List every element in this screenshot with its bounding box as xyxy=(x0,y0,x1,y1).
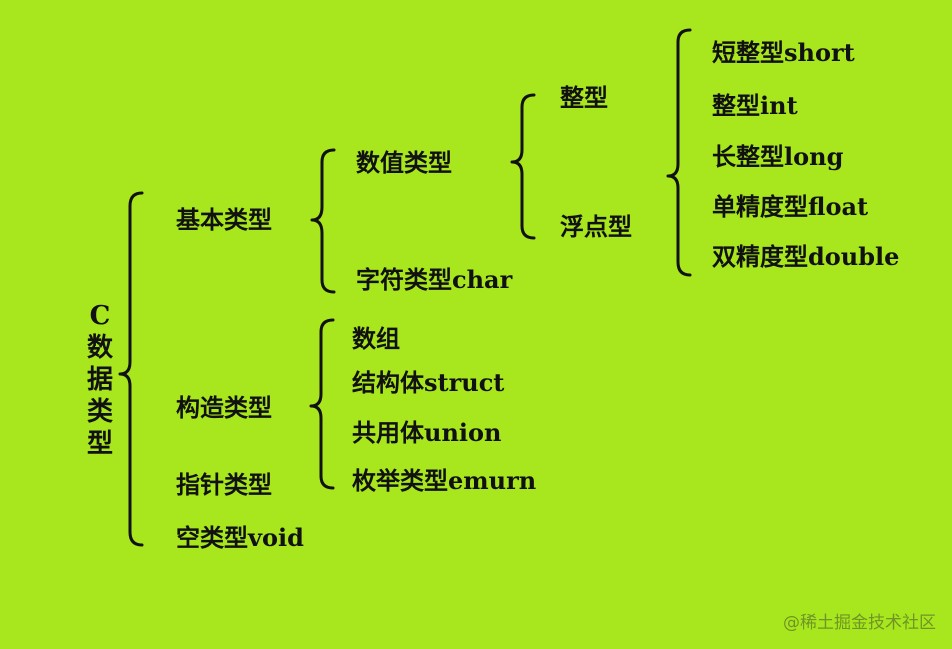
root-bracket xyxy=(118,191,144,547)
integer-type-label: 整型 xyxy=(560,83,608,112)
basic-bracket xyxy=(310,148,336,294)
struct-type-label: 结构体struct xyxy=(352,368,505,397)
leaf-bracket xyxy=(666,28,692,277)
basic-types-label: 基本类型 xyxy=(176,205,272,234)
root-label: C数据类型 xyxy=(86,301,113,459)
enum-type-label: 枚举类型emurn xyxy=(352,466,537,495)
float-single-type-label: 单精度型float xyxy=(712,192,869,221)
void-type-label: 空类型void xyxy=(176,523,304,552)
constructed-bracket xyxy=(309,318,335,490)
numeric-bracket xyxy=(510,93,536,240)
double-type-label: 双精度型double xyxy=(712,242,900,271)
short-type-label: 短整型short xyxy=(712,38,855,67)
union-type-label: 共用体union xyxy=(352,418,502,447)
char-type-label: 字符类型char xyxy=(356,265,513,294)
numeric-types-label: 数值类型 xyxy=(356,148,452,177)
int-type-label: 整型int xyxy=(712,91,798,120)
pointer-types-label: 指针类型 xyxy=(176,470,272,499)
constructed-types-label: 构造类型 xyxy=(176,393,272,422)
float-type-label: 浮点型 xyxy=(560,212,632,241)
watermark: @稀土掘金技术社区 xyxy=(783,613,936,633)
long-type-label: 长整型long xyxy=(712,142,844,171)
array-type-label: 数组 xyxy=(352,324,400,353)
